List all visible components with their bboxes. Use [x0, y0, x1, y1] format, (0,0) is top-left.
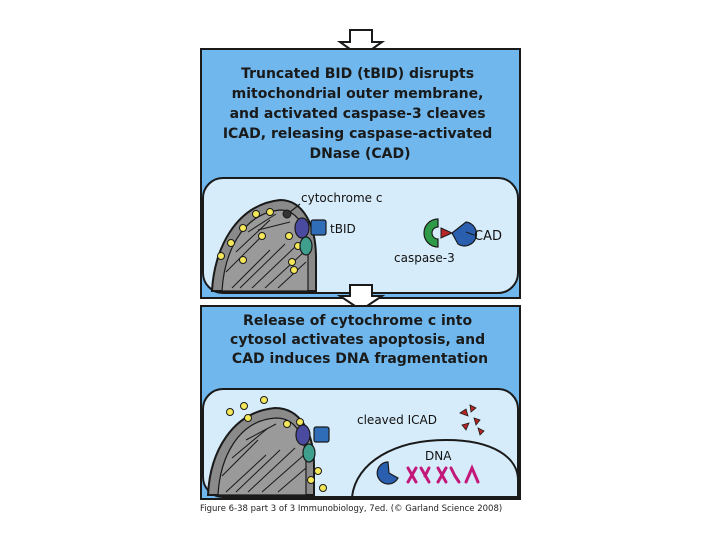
- top-mitochondrion: [210, 198, 317, 292]
- cytochrome-label: cytochrome c: [301, 191, 382, 205]
- cleaved-icad-fragments: [459, 404, 485, 436]
- top-text-line: DNase (CAD): [309, 146, 410, 162]
- bottom-text-line: cytosol activates apoptosis, and: [230, 332, 485, 348]
- bottom-text-line: CAD induces DNA fragmentation: [232, 351, 488, 367]
- middle-arrow: [336, 284, 386, 312]
- cad-label: CAD: [474, 229, 502, 244]
- icad-shape: [440, 227, 454, 239]
- tbid-shape: [310, 219, 327, 236]
- top-panel: Truncated BID (tBID) disrupts mitochondr…: [200, 48, 521, 299]
- top-text-line: Truncated BID (tBID) disrupts: [241, 66, 474, 82]
- dna-fragments: [406, 464, 480, 484]
- figure-caption: Figure 6-38 part 3 of 3 Immunobiology, 7…: [200, 504, 503, 514]
- bottom-panel: Release of cytochrome c into cytosol act…: [200, 305, 521, 500]
- cad-shape: [451, 221, 478, 247]
- caspase3-label: caspase-3: [394, 251, 455, 265]
- top-panel-text: Truncated BID (tBID) disrupts mitochondr…: [223, 66, 497, 162]
- top-text-line: ICAD, releasing caspase-activated: [223, 126, 492, 142]
- top-text-line: mitochondrial outer membrane,: [232, 86, 484, 102]
- tbid-shape-bottom: [313, 426, 330, 443]
- released-cytochrome: [226, 396, 327, 492]
- bottom-mitochondrion: [206, 406, 316, 496]
- cad-in-nucleus: [376, 461, 399, 485]
- bottom-text-line: Release of cytochrome c into: [243, 313, 472, 329]
- bottom-panel-text: Release of cytochrome c into cytosol act…: [230, 313, 490, 367]
- caspase3-shape: [423, 218, 439, 248]
- tbid-label: tBID: [330, 222, 356, 236]
- cleaved-icad-label: cleaved ICAD: [357, 413, 437, 427]
- top-text-line: and activated caspase-3 cleaves: [230, 106, 486, 122]
- dna-label: DNA: [425, 449, 452, 463]
